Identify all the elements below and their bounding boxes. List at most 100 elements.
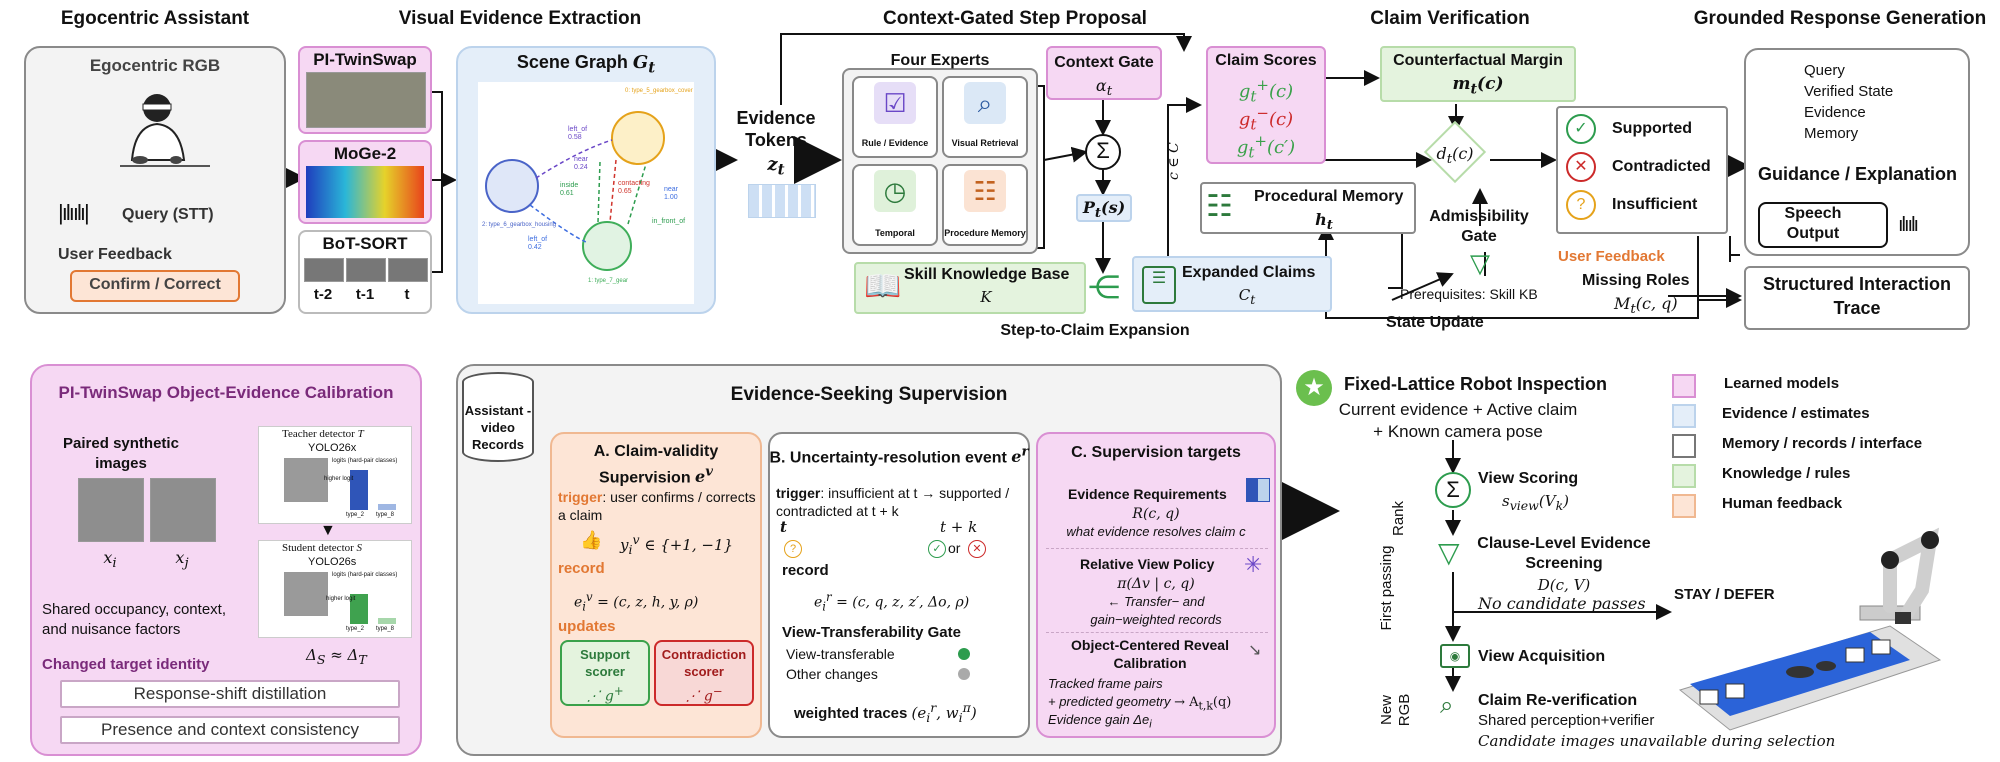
p-box xyxy=(1076,194,1132,222)
c-req-label: Evidence Requirements xyxy=(1068,486,1227,502)
m-char: m xyxy=(1452,74,1471,94)
ego-panel xyxy=(24,46,286,314)
question-circle-icon: ? xyxy=(1566,190,1596,220)
confirm-correct-label: Confirm / Correct xyxy=(89,276,221,293)
teacher-model: YOLO26x xyxy=(308,442,357,454)
sg-edge-near: near xyxy=(574,156,589,163)
g-plus-label: ⋰ g+ xyxy=(586,684,624,705)
sg-edge-inside: inside xyxy=(560,182,579,189)
header-grg: Grounded Response Generation xyxy=(1693,8,1987,29)
legend-knowledge-swatch xyxy=(1672,464,1696,488)
sum-node xyxy=(1085,134,1121,170)
stay-defer-label: STAY / DEFER xyxy=(1674,586,1775,603)
check-circle-icon: ✓ xyxy=(1566,114,1596,144)
uncertainty-panel xyxy=(768,432,1030,738)
delta-equation: ΔS ≈ ΔT xyxy=(306,646,367,667)
c-divider-1 xyxy=(1046,548,1268,549)
score-g-plus: gt+(c) xyxy=(1238,76,1294,106)
procedural-memory-label: Procedural Memory xyxy=(1254,188,1404,205)
a-e: eiv = (c, z, h, y, ρ) xyxy=(574,590,699,614)
grg-query-3: Memory xyxy=(1804,125,1859,142)
p-arg: (s) xyxy=(1101,198,1126,217)
mt-symbol: Mt(c, q) xyxy=(1614,294,1678,318)
a-trigger: trigger: user confirms / corrects a clai… xyxy=(558,488,758,524)
response-shift-button[interactable] xyxy=(60,680,400,708)
c-ocr-text3: Evidence gain Δei xyxy=(1048,712,1152,731)
alpha-char: α xyxy=(1095,76,1107,95)
speech-output-label: Speech Output xyxy=(1784,205,1842,242)
b-e: eir = (c, q, z, z′, Δo, ρ) xyxy=(814,590,970,614)
header-vee: Visual Evidence Extraction xyxy=(398,8,642,29)
c-divider-2 xyxy=(1046,632,1268,633)
m-tail: (c) xyxy=(1477,74,1504,94)
student-image xyxy=(284,572,328,616)
scene-graph-title: Scene Graph Gt xyxy=(456,52,716,77)
g3-tail: (c′) xyxy=(1266,137,1296,158)
filter-icon-2: ▽ xyxy=(1438,537,1460,568)
teacher-image xyxy=(284,458,328,502)
claim-scores-label: Claim Scores xyxy=(1215,52,1317,69)
twinswap-image xyxy=(306,72,426,128)
a-updates-label: updates xyxy=(558,618,616,635)
legend-learned-swatch xyxy=(1672,374,1696,398)
search-icon: ⌕ xyxy=(1440,692,1454,719)
legend-memory-swatch xyxy=(1672,434,1696,458)
sg-edge-near-2: near xyxy=(664,186,679,193)
records-cylinder xyxy=(462,372,534,462)
sg-edge-val-1: 0.58 xyxy=(568,134,582,141)
confirm-correct-button[interactable] xyxy=(70,270,240,302)
no-candidate-label: No candidate passes xyxy=(1478,594,1646,613)
z-symbol: z xyxy=(767,154,778,175)
contradiction-scorer-label: Contradiction scorer xyxy=(661,647,747,679)
b-e-text: = (c, q, z, z′, Δo, ρ) xyxy=(836,594,970,611)
c-ocr-text2-span: + predicted geometry xyxy=(1048,694,1171,709)
context-gate-box xyxy=(1046,46,1162,100)
xj-label: xj xyxy=(175,548,189,572)
shared-perception-label: Shared perception+verifier xyxy=(1478,712,1655,729)
a-y: yiv ∈ {+1, −1} xyxy=(620,532,734,557)
guidance-label: Guidance / Explanation xyxy=(1758,164,1958,184)
a-title-text: A. Claim-validity Supervision xyxy=(593,443,719,487)
legend-memory-label: Memory / records / interface xyxy=(1722,435,1923,452)
database-icon-2: ☷ xyxy=(1206,190,1233,223)
thumbs-icon: 👍 xyxy=(580,530,603,550)
score-g-plus-alt: gt+(c′) xyxy=(1236,132,1296,162)
c-rvp-text2: gain−weighted records xyxy=(1090,612,1222,627)
sg-edge-in-front: in_front_of xyxy=(652,218,686,225)
c-rvp-label: Relative View Policy xyxy=(1080,556,1215,572)
presence-consistency-button[interactable] xyxy=(60,716,400,744)
student-label: Student detector S xyxy=(282,542,363,554)
moge-label: MoGe-2 xyxy=(333,144,397,163)
lattice-icon: ✳ xyxy=(1244,552,1263,577)
d-symbol: dt(c) xyxy=(1436,144,1474,168)
expanded-c: C xyxy=(1238,286,1251,304)
support-scorer-label: Support scorer xyxy=(580,647,630,679)
insufficient-label: Insufficient xyxy=(1612,196,1698,213)
expert-visual-label: Visual Retrieval xyxy=(951,138,1019,148)
student-type2: type_2 xyxy=(346,626,365,632)
sg-edge-left-of-2: left_of xyxy=(528,236,548,243)
scene-graph-subscript: t xyxy=(648,58,656,77)
user-feedback-label: User Feedback xyxy=(58,246,172,263)
prereq-label: Prerequisites: Skill KB xyxy=(1400,286,1538,302)
grg-query-2: Evidence xyxy=(1804,104,1866,121)
green-dot-icon xyxy=(958,648,970,660)
token-stack xyxy=(748,184,816,218)
legend-knowledge-label: Knowledge / rules xyxy=(1722,465,1851,482)
shared-factors: Shared occupancy, context, and nuisance … xyxy=(42,601,226,638)
teacher-type8: type_8 xyxy=(376,512,395,518)
skill-kb-symbol: K xyxy=(980,288,992,306)
a-e-text: = (c, z, h, y, ρ) xyxy=(597,594,699,611)
b-tk: t + k xyxy=(940,518,978,536)
robot-line2: + Known camera pose xyxy=(1373,422,1543,441)
missing-roles-label: Missing Roles xyxy=(1582,272,1690,289)
d-cv-text: D(c, V) xyxy=(1537,576,1591,594)
student-bar-type8 xyxy=(378,618,396,624)
b-other: Other changes xyxy=(786,666,878,682)
student-logits-label: logits (hard-pair classes) xyxy=(332,572,398,578)
step-to-claim-label: Step-to-Claim Expansion xyxy=(1000,322,1190,339)
teacher-logits-label: logits (hard-pair classes) xyxy=(332,458,398,464)
arrow-down-icon: ▼ xyxy=(320,522,336,539)
c-title: C. Supervision targets xyxy=(1071,444,1241,461)
